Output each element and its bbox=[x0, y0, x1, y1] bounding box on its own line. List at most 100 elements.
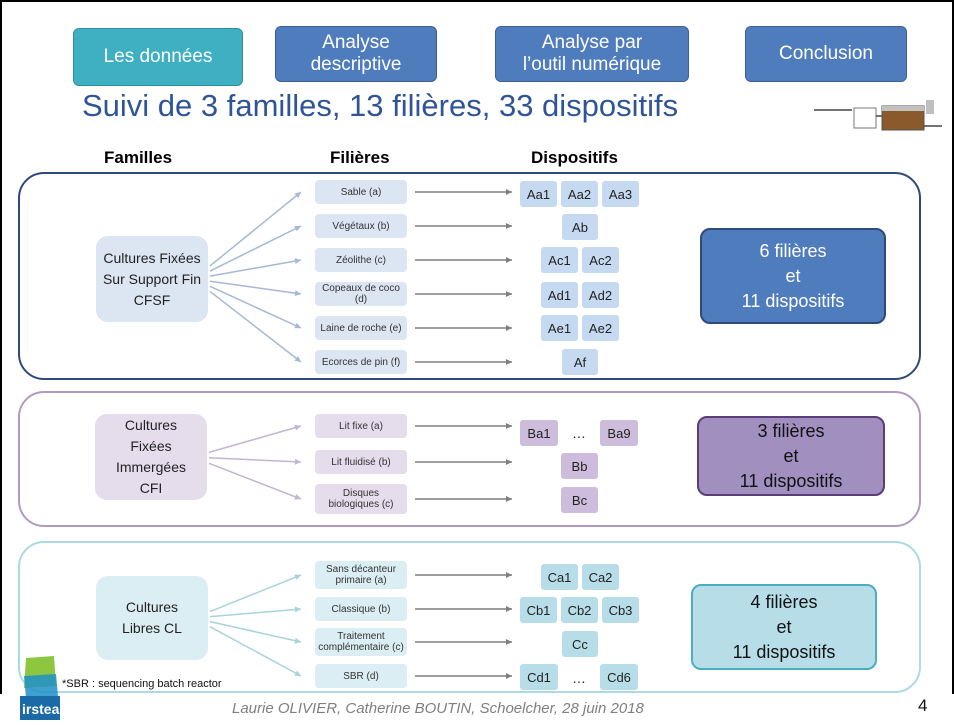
family-cfsf: Cultures Fixées Sur Support Fin CFSF bbox=[96, 236, 208, 322]
device-ad2: Ad2 bbox=[582, 282, 619, 308]
device-ellipsis: … bbox=[572, 670, 586, 686]
filiere-lit-fixe: Lit fixe (a) bbox=[315, 414, 407, 438]
device-ba9: Ba9 bbox=[600, 420, 638, 446]
filiere-vegetaux: Végétaux (b) bbox=[315, 214, 407, 238]
device-bc: Bc bbox=[561, 487, 598, 513]
filiere-sable: Sable (a) bbox=[315, 180, 407, 204]
filiere-to-device-arrow-head bbox=[506, 639, 512, 645]
svg-text:irstea: irstea bbox=[22, 701, 60, 717]
family-to-filiere-arrow-head bbox=[294, 494, 301, 500]
filiere-disques-biologiques: Disques biologiques (c) bbox=[315, 484, 407, 514]
device-ac2: Ac2 bbox=[582, 247, 619, 273]
family-to-filiere-arrow-head bbox=[294, 225, 301, 232]
group-cfsf bbox=[18, 172, 921, 380]
summary-cfsf: 6 filières et 11 dispositifs bbox=[700, 228, 886, 324]
family-cfi: Cultures Fixées Immergées CFI bbox=[95, 414, 207, 500]
filiere-to-device-arrow-head bbox=[506, 423, 512, 429]
filiere-to-device-arrow-head bbox=[506, 223, 512, 229]
device-aa1: Aa1 bbox=[520, 181, 557, 207]
filiere-to-device-arrow-head bbox=[506, 291, 512, 297]
slide-title: Suivi de 3 familles, 13 filières, 33 dis… bbox=[82, 88, 679, 123]
device-ae2: Ae2 bbox=[582, 315, 619, 341]
device-cb3: Cb3 bbox=[602, 597, 639, 623]
filiere-traitement-complementaire: Traitement complémentaire (c) bbox=[315, 628, 407, 656]
filiere-to-device-arrow-head bbox=[506, 572, 512, 578]
footer-authors: Laurie OLIVIER, Catherine BOUTIN, Schoel… bbox=[232, 700, 644, 717]
device-ellipsis: … bbox=[572, 425, 586, 441]
filiere-to-device-arrow-head bbox=[506, 325, 512, 331]
filiere-sans-decanteur: Sans décanteur primaire (a) bbox=[315, 561, 407, 589]
device-aa3: Aa3 bbox=[602, 181, 639, 207]
irstea-logo: irstea bbox=[20, 656, 60, 720]
family-to-filiere-arrow-head bbox=[294, 258, 301, 265]
family-to-filiere-arrow-head bbox=[294, 458, 301, 465]
family-to-filiere-arrow bbox=[209, 259, 302, 277]
device-af: Af bbox=[562, 349, 598, 375]
device-cb1: Cb1 bbox=[520, 597, 557, 623]
filiere-to-device-arrow-head bbox=[506, 359, 512, 365]
filiere-sbr: SBR (d) bbox=[315, 664, 407, 688]
summary-cl: 4 filières et 11 dispositifs bbox=[691, 584, 877, 670]
filiere-to-device-arrow-head bbox=[506, 496, 512, 502]
device-ad1: Ad1 bbox=[541, 282, 578, 308]
family-to-filiere-arrow bbox=[209, 290, 302, 363]
device-cb2: Cb2 bbox=[561, 597, 598, 623]
family-to-filiere-arrow-head bbox=[294, 355, 301, 362]
device-ba1: Ba1 bbox=[520, 420, 558, 446]
device-ca1: Ca1 bbox=[541, 564, 578, 590]
family-to-filiere-arrow bbox=[209, 620, 302, 643]
filiere-laine-roche: Laine de roche (e) bbox=[315, 316, 407, 340]
device-cd6: Cd6 bbox=[600, 664, 638, 690]
nav-les-donnees-button[interactable]: Les données bbox=[73, 28, 243, 86]
device-ab: Ab bbox=[562, 214, 598, 240]
slide-frame bbox=[0, 0, 954, 694]
device-ca2: Ca2 bbox=[582, 564, 619, 590]
summary-cfi: 3 filières et 11 dispositifs bbox=[697, 416, 885, 496]
filiere-to-device-arrow-head bbox=[506, 673, 512, 679]
filiere-ecorces-pin: Ecorces de pin (f) bbox=[315, 350, 407, 374]
nav-analyse-descriptive-button[interactable]: Analyse descriptive bbox=[275, 26, 437, 82]
family-to-filiere-arrow-head bbox=[294, 424, 301, 431]
family-to-filiere-arrow bbox=[208, 425, 302, 454]
filiere-classique: Classique (b) bbox=[315, 597, 407, 621]
family-to-filiere-arrow-head bbox=[294, 290, 301, 297]
family-to-filiere-arrow bbox=[208, 457, 302, 463]
filiere-to-device-arrow-head bbox=[506, 189, 512, 195]
filiere-lit-fluidise: Lit fluidisé (b) bbox=[315, 450, 407, 474]
family-to-filiere-arrow-head bbox=[294, 670, 301, 676]
header-dispositifs: Dispositifs bbox=[531, 148, 618, 167]
header-filieres: Filières bbox=[330, 148, 390, 167]
family-cl: Cultures Libres CL bbox=[96, 576, 208, 660]
group-cl bbox=[18, 541, 921, 693]
family-to-filiere-arrow bbox=[208, 462, 302, 500]
family-to-filiere-arrow-head bbox=[294, 606, 301, 613]
family-to-filiere-arrow-head bbox=[294, 574, 301, 581]
device-ac1: Ac1 bbox=[541, 247, 578, 273]
filiere-to-device-arrow-head bbox=[506, 606, 512, 612]
device-cd1: Cd1 bbox=[520, 664, 558, 690]
device-aa2: Aa2 bbox=[561, 181, 598, 207]
family-to-filiere-arrow bbox=[209, 191, 302, 267]
filiere-to-device-arrow-head bbox=[506, 459, 512, 465]
family-to-filiere-arrow bbox=[209, 626, 302, 677]
family-to-filiere-arrow bbox=[209, 225, 302, 272]
family-to-filiere-arrow bbox=[209, 285, 302, 329]
filiere-zeolithe: Zéolithe (c) bbox=[315, 248, 407, 272]
family-to-filiere-arrow bbox=[209, 574, 302, 613]
device-ae1: Ae1 bbox=[541, 315, 578, 341]
family-to-filiere-arrow-head bbox=[294, 192, 301, 199]
page-number: 4 bbox=[918, 696, 928, 715]
nav-conclusion-button[interactable]: Conclusion bbox=[745, 26, 907, 82]
family-to-filiere-arrow-head bbox=[294, 637, 301, 644]
group-cfi bbox=[18, 391, 921, 527]
device-cc: Cc bbox=[562, 631, 598, 657]
filiere-to-device-arrow-head bbox=[506, 257, 512, 263]
family-to-filiere-arrow bbox=[209, 608, 302, 618]
family-to-filiere-arrow-head bbox=[294, 322, 301, 329]
treatment-process-icon bbox=[814, 100, 942, 131]
filiere-copeaux-coco: Copeaux de coco (d) bbox=[315, 282, 407, 306]
nav-analyse-outil-button[interactable]: Analyse par l’outil numérique bbox=[495, 26, 689, 82]
family-to-filiere-arrow bbox=[209, 280, 302, 295]
device-bb: Bb bbox=[561, 453, 598, 479]
